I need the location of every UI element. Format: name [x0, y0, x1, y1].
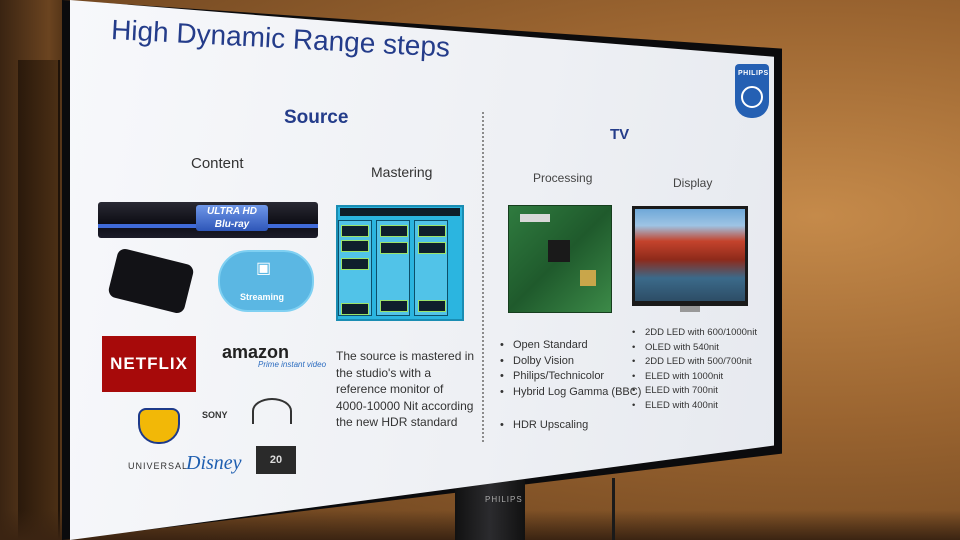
- display-heading: Display: [673, 176, 713, 190]
- mastering-diagram-node: [341, 303, 369, 315]
- streaming-label: Streaming: [240, 292, 285, 302]
- upscaling-list: HDR Upscaling: [500, 419, 588, 431]
- tv-heading: TV: [610, 126, 630, 143]
- ultra-hd-bluray-badge: ULTRA HD Blu-ray: [196, 205, 268, 231]
- sony-pictures-logo: SONY: [202, 410, 228, 420]
- mastering-diagram-node: [341, 240, 369, 252]
- mastering-description: The source is mastered in the studio's w…: [336, 349, 475, 430]
- list-item: 2DD LED with 600/1000nit: [632, 326, 757, 341]
- doorframe: [18, 60, 60, 540]
- tv-frame-brand: PHILIPS: [485, 495, 523, 504]
- mastering-diagram-node: [341, 258, 369, 270]
- list-item: ELED with 1000nit: [632, 370, 757, 385]
- amazon-prime-label: Prime instant video: [258, 360, 327, 369]
- netflix-logo: NETFLIX: [102, 336, 196, 392]
- philips-star-icon: [741, 86, 763, 108]
- list-item: OLED with 540nit: [632, 341, 757, 356]
- paramount-logo: [252, 398, 292, 424]
- autumn-landscape-picture: [635, 209, 745, 301]
- mastering-heading: Mastering: [371, 164, 433, 180]
- mastering-diagram-node: [380, 300, 408, 312]
- section-divider: [482, 112, 484, 442]
- wifi-icon: ▣: [256, 260, 272, 277]
- streaming-cloud-icon: [218, 250, 314, 312]
- list-item: Philips/Technicolor: [500, 369, 641, 385]
- list-item: Open Standard: [500, 338, 641, 354]
- warner-bros-logo: [138, 408, 180, 444]
- board-connector: [520, 214, 550, 222]
- processing-list: Open Standard Dolby Vision Philips/Techn…: [500, 338, 641, 400]
- board-component: [580, 270, 596, 286]
- philips-logo-text: PHILIPS: [738, 70, 769, 77]
- 20th-century-fox-logo: 20: [256, 446, 296, 474]
- source-heading: Source: [284, 107, 349, 128]
- processing-chip: [548, 240, 570, 262]
- mastering-diagram-node: [418, 242, 446, 254]
- processing-heading: Processing: [533, 171, 593, 185]
- mastering-diagram-node: [341, 225, 369, 237]
- list-item: ELED with 400nit: [632, 399, 757, 414]
- content-heading: Content: [191, 155, 244, 172]
- universal-logo: UNIVERSAL: [128, 461, 189, 471]
- amazon-logo: amazon: [222, 342, 290, 362]
- display-tv-stand: [680, 306, 700, 312]
- mastering-diagram-node: [418, 225, 446, 237]
- list-item: ELED with 700nit: [632, 384, 757, 399]
- list-item: HDR Upscaling: [500, 419, 588, 431]
- display-list: 2DD LED with 600/1000nit OLED with 540ni…: [632, 326, 757, 413]
- list-item: Hybrid Log Gamma (BBC): [500, 385, 641, 401]
- mastering-diagram-node: [380, 242, 408, 254]
- list-item: 2DD LED with 500/700nit: [632, 355, 757, 370]
- disney-logo: Disney: [186, 452, 242, 474]
- mastering-diagram-node: [418, 300, 446, 312]
- power-cable: [612, 478, 615, 540]
- mastering-diagram-header: [340, 208, 460, 216]
- mastering-diagram-node: [380, 225, 408, 237]
- list-item: Dolby Vision: [500, 354, 641, 370]
